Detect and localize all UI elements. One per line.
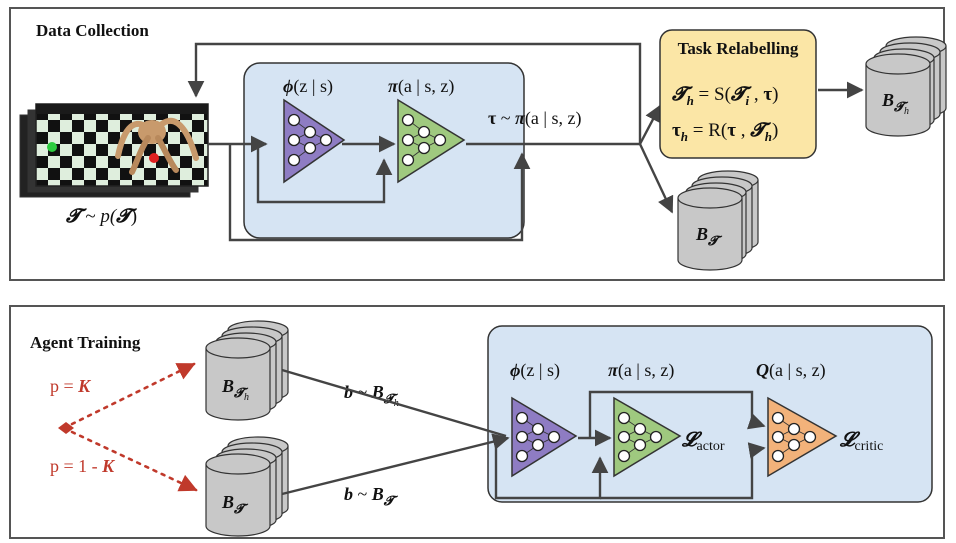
data-collection-title: Data Collection (36, 21, 149, 40)
training-policy-label: π(a | s, z) (608, 360, 674, 381)
training-relabelled-buffer-stack: B𝓣h (205, 320, 289, 421)
task-distribution-label: 𝓣 ~ p(𝓣) (65, 206, 137, 227)
environment-image-stack (19, 103, 209, 198)
sampling-arrows (58, 362, 198, 492)
relabelled-buffer-stack: B𝓣h (865, 36, 947, 137)
prob-k-label: p = K (50, 376, 92, 396)
red-agent-marker (149, 153, 159, 163)
ant-robot-icon (115, 117, 199, 175)
task-buffer-stack: B𝓣 (677, 170, 759, 271)
prob-1-minus-k-label: p = 1 - K (50, 456, 116, 476)
agent-training-arrows (281, 368, 766, 500)
relabel-reward-equation: τh = R(τ , 𝓣h) (672, 120, 778, 144)
training-encoder-network (511, 396, 578, 478)
training-encoder-label: ϕ(z | s) (510, 360, 560, 381)
critic-label: Q(a | s, z) (756, 360, 826, 381)
task-relabelling-title: Task Relabelling (678, 39, 799, 58)
data-collection-arrows (187, 42, 864, 242)
agent-training-title: Agent Training (30, 333, 141, 352)
encoder-label: ϕ(z | s) (283, 76, 333, 97)
training-relabelled-buffer-label: B𝓣h (221, 376, 249, 403)
trajectory-label: τ ~ π(a | s, z) (488, 108, 581, 129)
task-relabelling-box: Task Relabelling 𝓣h = S(𝓣i , τ) τh = R(τ… (659, 29, 817, 159)
critic-network (767, 396, 838, 478)
policy-network (397, 98, 466, 184)
training-networks-box (487, 325, 933, 503)
training-task-buffer-stack: B𝓣 (205, 436, 289, 537)
policy-label: π(a | s, z) (388, 76, 454, 97)
training-policy-network (613, 396, 682, 478)
encoder-network (283, 98, 346, 184)
green-goal-marker (47, 142, 57, 152)
relabel-task-equation: 𝓣h = S(𝓣i , τ) (671, 84, 778, 108)
sampling-origin-diamond (58, 422, 74, 434)
